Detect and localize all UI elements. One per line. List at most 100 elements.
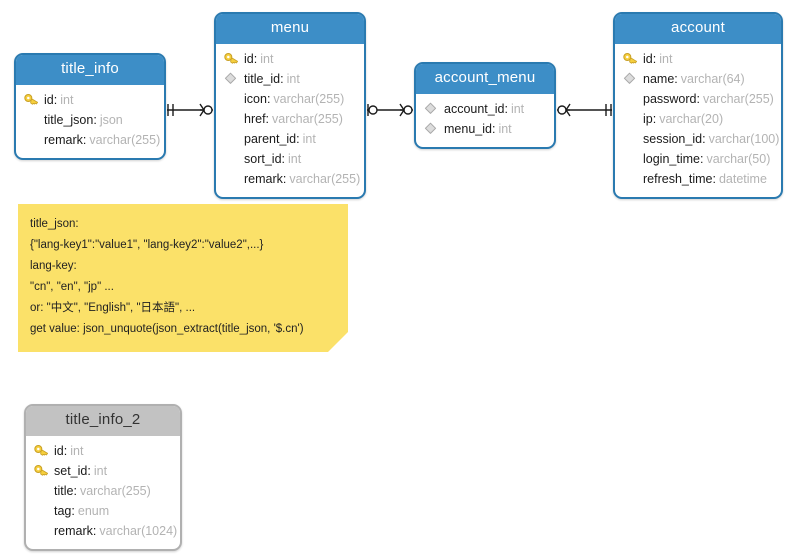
field-type: varchar(50): [706, 151, 771, 166]
field-name: session_id: [643, 131, 703, 146]
field-name: login_time: [643, 151, 700, 166]
field-type: int: [70, 443, 84, 458]
field-row[interactable]: href:varchar(255): [224, 109, 354, 129]
field-separator: :: [87, 463, 91, 478]
field-separator: :: [82, 132, 87, 147]
field-row[interactable]: parent_id:int: [224, 129, 354, 149]
field-icon-placeholder: [34, 484, 52, 498]
field-separator: :: [282, 171, 287, 186]
field-name: title: [54, 483, 74, 498]
field-type: varchar(255): [289, 171, 361, 186]
field-row[interactable]: remark:varchar(1024): [34, 521, 177, 541]
field-row[interactable]: id:int: [623, 49, 771, 69]
field-type: int: [659, 51, 673, 66]
field-name: remark: [44, 132, 83, 147]
field-icon-placeholder: [623, 92, 641, 106]
field-row[interactable]: login_time:varchar(50): [623, 149, 771, 169]
field-type: varchar(255): [702, 91, 774, 106]
field-name: sort_id: [244, 151, 282, 166]
field-type: int: [286, 71, 300, 86]
field-icon-placeholder: [24, 113, 42, 127]
field-row[interactable]: remark:varchar(255): [24, 130, 160, 150]
field-row[interactable]: title_json:json: [24, 110, 154, 130]
field-type: json: [99, 112, 123, 127]
field-separator: :: [504, 101, 508, 116]
field-row[interactable]: id:int: [34, 441, 170, 461]
note-line: lang-key:: [30, 260, 77, 272]
field-separator: :: [280, 71, 284, 86]
field-row[interactable]: name:varchar(64): [623, 69, 771, 89]
field-row[interactable]: password:varchar(255): [623, 89, 774, 109]
field-row[interactable]: title_id:int: [224, 69, 354, 89]
field-row[interactable]: account_id:int: [424, 99, 544, 119]
field-icon-placeholder: [224, 172, 242, 186]
field-row[interactable]: menu_id:int: [424, 119, 544, 139]
field-separator: :: [253, 51, 258, 66]
field-name: refresh_time: [643, 171, 713, 186]
field-icon-placeholder: [34, 504, 52, 518]
field-name: title_json: [44, 112, 94, 127]
field-separator: :: [699, 151, 704, 166]
sticky-note[interactable]: title_json:{"lang-key1":"value1", "lang-…: [18, 204, 348, 352]
note-line: "cn", "en", "jp" ...: [30, 281, 114, 293]
field-type: enum: [77, 503, 110, 518]
field-type: varchar(255): [272, 111, 343, 126]
field-name: remark: [54, 523, 93, 538]
entity-title-account_menu: account_menu: [416, 64, 554, 94]
field-separator: :: [281, 151, 286, 166]
field-row[interactable]: set_id:int: [34, 461, 170, 481]
entity-title-account: account: [615, 14, 781, 44]
diamond-icon: [424, 102, 442, 116]
field-row[interactable]: tag:enum: [34, 501, 170, 521]
field-separator: :: [491, 121, 496, 136]
field-separator: :: [71, 503, 75, 518]
key-icon: [34, 444, 52, 458]
field-row[interactable]: session_id:varchar(100): [623, 129, 779, 149]
field-name: icon: [244, 91, 267, 106]
field-type: int: [93, 463, 108, 478]
field-type: int: [260, 51, 274, 66]
relationship-rel-menu-account-menu[interactable]: [366, 97, 414, 123]
field-row[interactable]: refresh_time:datetime: [623, 169, 771, 189]
field-separator: :: [63, 443, 68, 458]
field-row[interactable]: id:int: [224, 49, 354, 69]
key-icon: [623, 52, 641, 66]
field-separator: :: [265, 111, 270, 126]
field-icon-placeholder: [623, 132, 641, 146]
relationship-rel-title-info-menu[interactable]: [166, 97, 214, 123]
field-name: parent_id: [244, 131, 297, 146]
field-separator: :: [92, 523, 97, 538]
field-name: menu_id: [444, 121, 492, 136]
field-icon-placeholder: [224, 92, 242, 106]
field-type: varchar(1024): [99, 523, 178, 538]
diamond-icon: [424, 122, 442, 136]
note-fold-corner-icon: [328, 332, 348, 352]
relationship-rel-account-menu-account[interactable]: [556, 97, 613, 123]
field-name: remark: [244, 171, 283, 186]
field-type: int: [510, 101, 525, 116]
field-row[interactable]: remark:varchar(255): [224, 169, 360, 189]
field-separator: :: [652, 51, 657, 66]
field-row[interactable]: id:int: [24, 90, 154, 110]
field-name: password: [643, 91, 697, 106]
note-line: title_json:: [30, 218, 79, 230]
field-row[interactable]: sort_id:int: [224, 149, 354, 169]
field-row[interactable]: icon:varchar(255): [224, 89, 354, 109]
field-icon-placeholder: [34, 524, 52, 538]
field-row[interactable]: title:varchar(255): [34, 481, 170, 501]
field-row[interactable]: ip:varchar(20): [623, 109, 771, 129]
field-type: varchar(255): [273, 91, 345, 106]
field-name: title_id: [244, 71, 281, 86]
field-type: datetime: [718, 171, 767, 186]
field-name: name: [643, 71, 675, 86]
field-icon-placeholder: [224, 112, 242, 126]
